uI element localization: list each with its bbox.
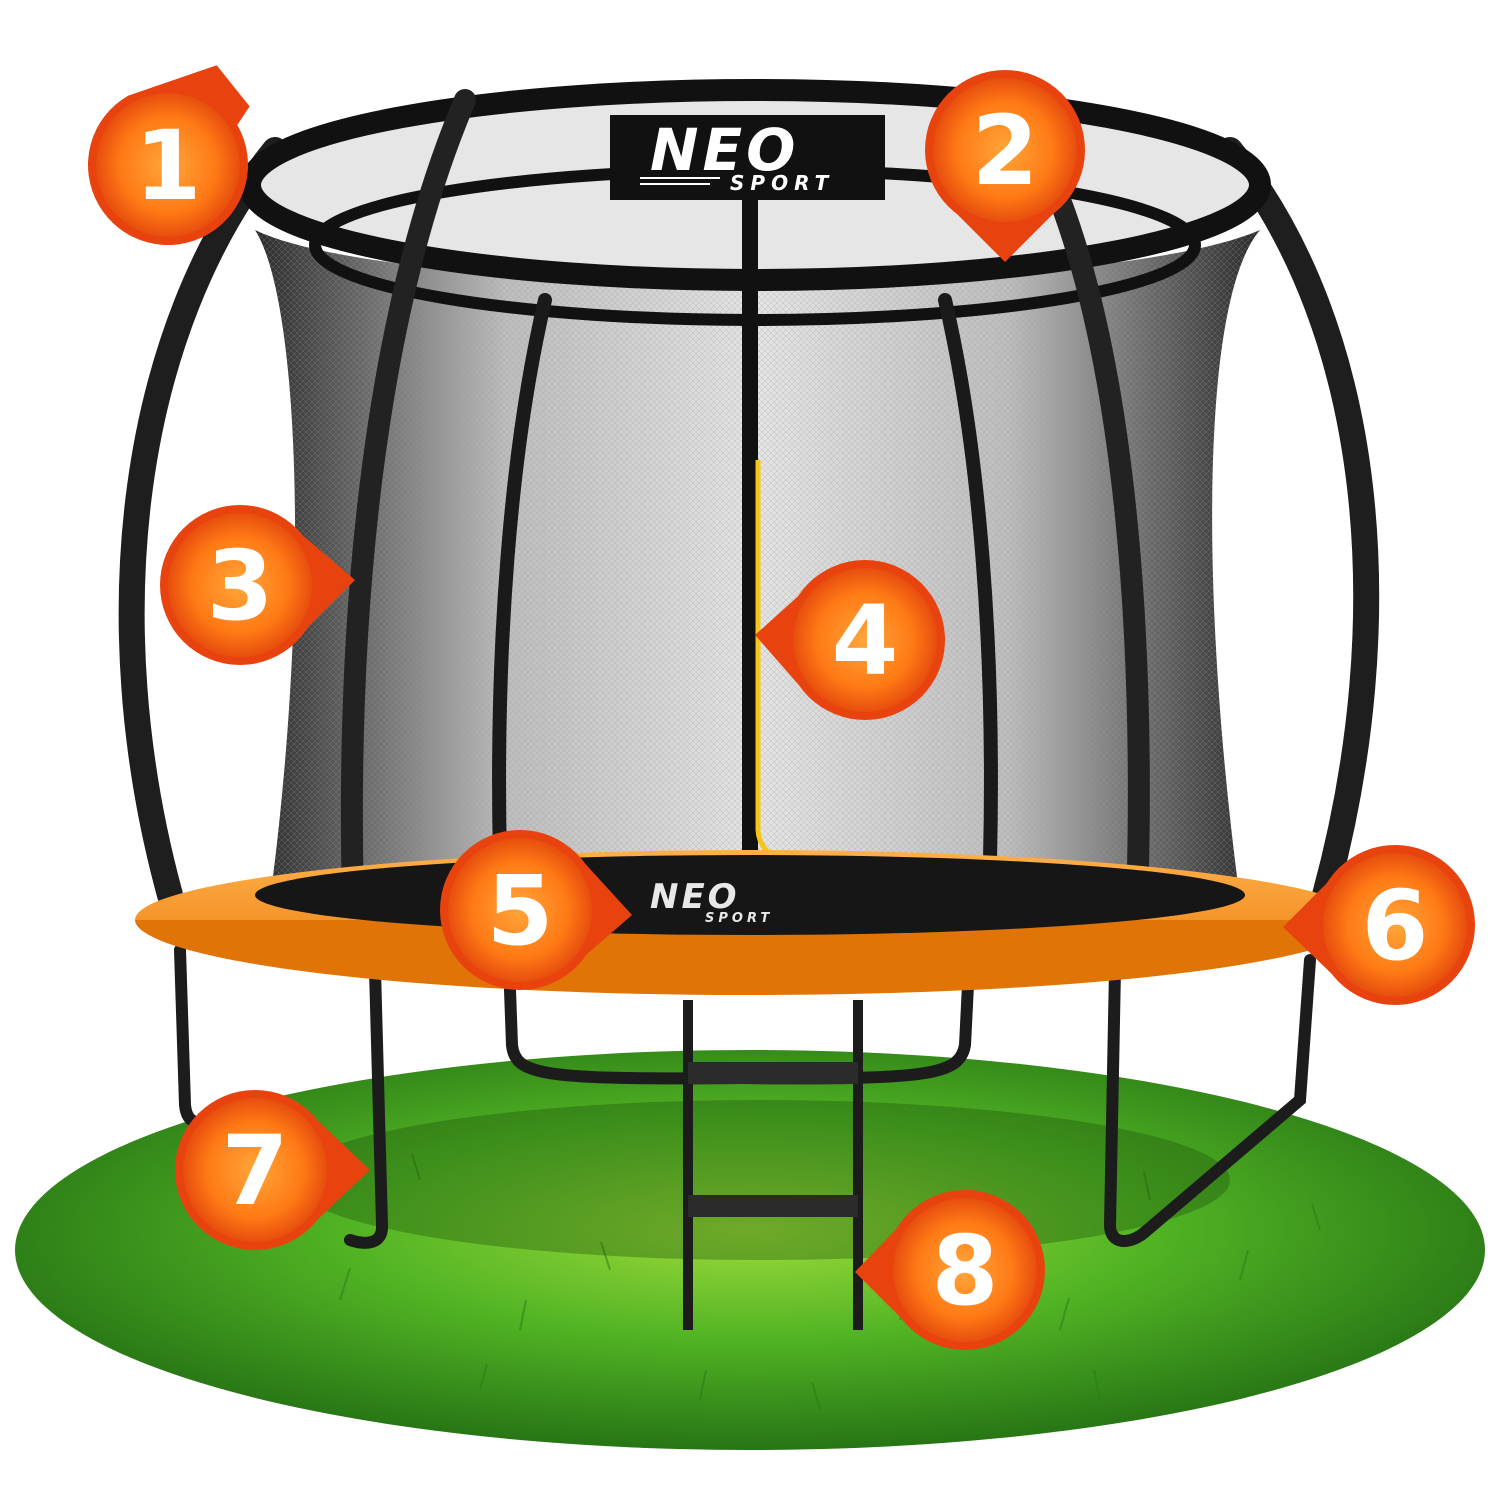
marker-label: 3 (207, 530, 274, 642)
outer-pole-right (1217, 137, 1380, 908)
marker-2: 2 (925, 70, 1085, 262)
banner-logo-neo: NEO (650, 116, 799, 184)
net-pole-2 (492, 293, 552, 867)
outer-pole-left (118, 137, 288, 908)
marker-label: 1 (135, 110, 202, 222)
marker-label: 2 (972, 95, 1039, 207)
marker-label: 4 (832, 585, 899, 697)
banner-logo-sport: SPORT (730, 171, 834, 195)
marker-label: 6 (1362, 870, 1429, 982)
ladder (683, 1000, 863, 1330)
center-strap (742, 190, 758, 880)
net-pole-3 (938, 293, 998, 867)
marker-label: 8 (932, 1215, 999, 1327)
marker-7: 7 (175, 1090, 370, 1250)
marker-4: 4 (755, 560, 945, 720)
net-pole-4 (1049, 189, 1150, 971)
marker-label: 5 (487, 855, 554, 967)
marker-6: 6 (1283, 845, 1475, 1005)
marker-3: 3 (160, 505, 355, 665)
marker-label: 7 (222, 1115, 289, 1227)
brand-banner (610, 115, 885, 200)
marker-8: 8 (855, 1190, 1045, 1350)
shadow (290, 1100, 1230, 1260)
mat-logo-sport: SPORT (705, 911, 773, 926)
marker-5: 5 (440, 830, 632, 990)
net-pole-1 (340, 89, 476, 971)
marker-1: 1 (88, 65, 250, 245)
mat-logo-neo: NEO (650, 877, 740, 917)
